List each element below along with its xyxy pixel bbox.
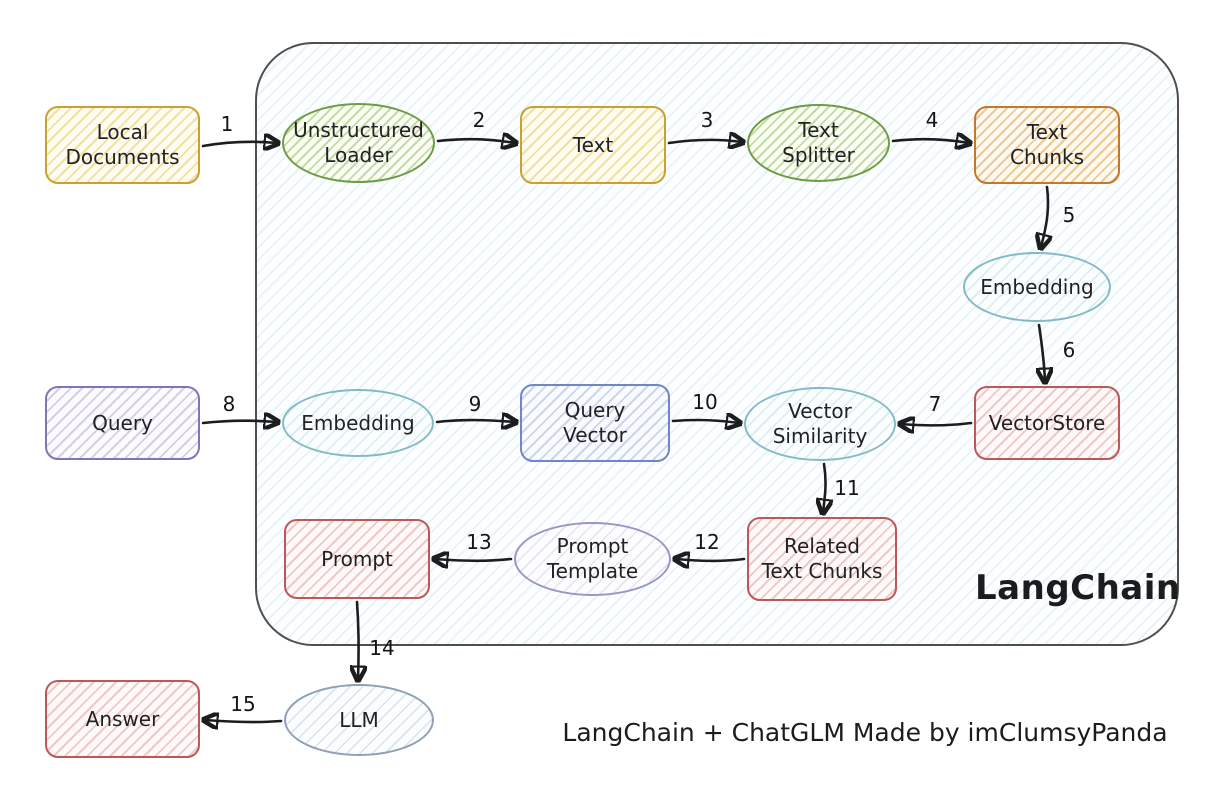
node-prompt: Prompt [284, 519, 430, 599]
node-label: Local Documents [65, 120, 180, 169]
edge-arrow-10 [671, 420, 739, 423]
node-label: Related Text Chunks [761, 534, 883, 583]
edge-arrow-13 [435, 559, 513, 561]
edge-label-2: 2 [472, 108, 486, 132]
edge-label-8: 8 [222, 392, 236, 416]
edge-label-14: 14 [369, 636, 395, 660]
edge-arrow-5 [1041, 185, 1048, 247]
node-query-vector: Query Vector [520, 384, 670, 462]
node-query: Query [45, 386, 200, 460]
node-label: Text Splitter [782, 118, 855, 167]
langchain-label: LangChain [975, 568, 1181, 608]
node-label: LLM [339, 707, 379, 732]
node-label: Prompt [321, 546, 393, 571]
node-embedding-docs: Embedding [963, 252, 1111, 322]
edge-arrow-2 [436, 139, 515, 143]
node-label: Answer [85, 706, 160, 731]
edge-label-3: 3 [700, 108, 714, 132]
edge-label-4: 4 [925, 108, 939, 132]
node-vectorstore: VectorStore [974, 386, 1120, 460]
node-text: Text [520, 106, 666, 184]
edge-arrow-14 [357, 600, 359, 679]
footer-caption: LangChain + ChatGLM Made by imClumsyPand… [562, 718, 1168, 747]
node-label: Text [572, 132, 614, 157]
node-label: Text Chunks [1010, 120, 1084, 169]
node-label: VectorStore [988, 410, 1106, 435]
node-label: Query [92, 410, 153, 435]
node-embedding-query: Embedding [282, 389, 434, 457]
edge-label-15: 15 [230, 692, 256, 716]
node-label: Query Vector [563, 398, 627, 447]
edge-arrow-15 [205, 720, 283, 722]
edge-label-7: 7 [928, 392, 942, 416]
node-text-chunks: Text Chunks [974, 106, 1120, 184]
edge-label-10: 10 [692, 390, 718, 414]
edge-label-5: 5 [1062, 203, 1076, 227]
node-label: Prompt Template [546, 534, 639, 583]
node-unstructured-loader: Unstructured Loader [282, 103, 435, 183]
edge-label-12: 12 [694, 530, 720, 554]
edge-label-6: 6 [1062, 338, 1076, 362]
node-text-splitter: Text Splitter [747, 104, 890, 182]
edge-label-13: 13 [466, 530, 492, 554]
node-related-text-chunks: Related Text Chunks [747, 517, 897, 601]
edge-arrow-9 [435, 420, 515, 422]
node-label: Vector Similarity [772, 399, 868, 448]
node-answer: Answer [45, 680, 200, 758]
edge-arrow-6 [1039, 323, 1045, 381]
node-label: Unstructured Loader [293, 118, 424, 167]
edge-arrow-3 [667, 140, 742, 143]
node-label: Embedding [301, 410, 415, 435]
edge-label-11: 11 [834, 476, 860, 500]
node-vector-similarity: Vector Similarity [744, 387, 896, 461]
node-llm: LLM [284, 684, 434, 756]
edge-label-9: 9 [468, 392, 482, 416]
edge-arrow-4 [891, 139, 969, 143]
edge-arrow-12 [676, 559, 746, 561]
node-label: Embedding [980, 274, 1094, 299]
edge-arrow-11 [823, 462, 826, 512]
edge-arrow-8 [201, 421, 277, 423]
edge-label-1: 1 [220, 112, 234, 136]
edge-arrow-1 [201, 142, 277, 146]
node-prompt-template: Prompt Template [514, 522, 671, 596]
node-local-documents: Local Documents [45, 106, 200, 184]
edge-arrow-7 [901, 423, 973, 425]
